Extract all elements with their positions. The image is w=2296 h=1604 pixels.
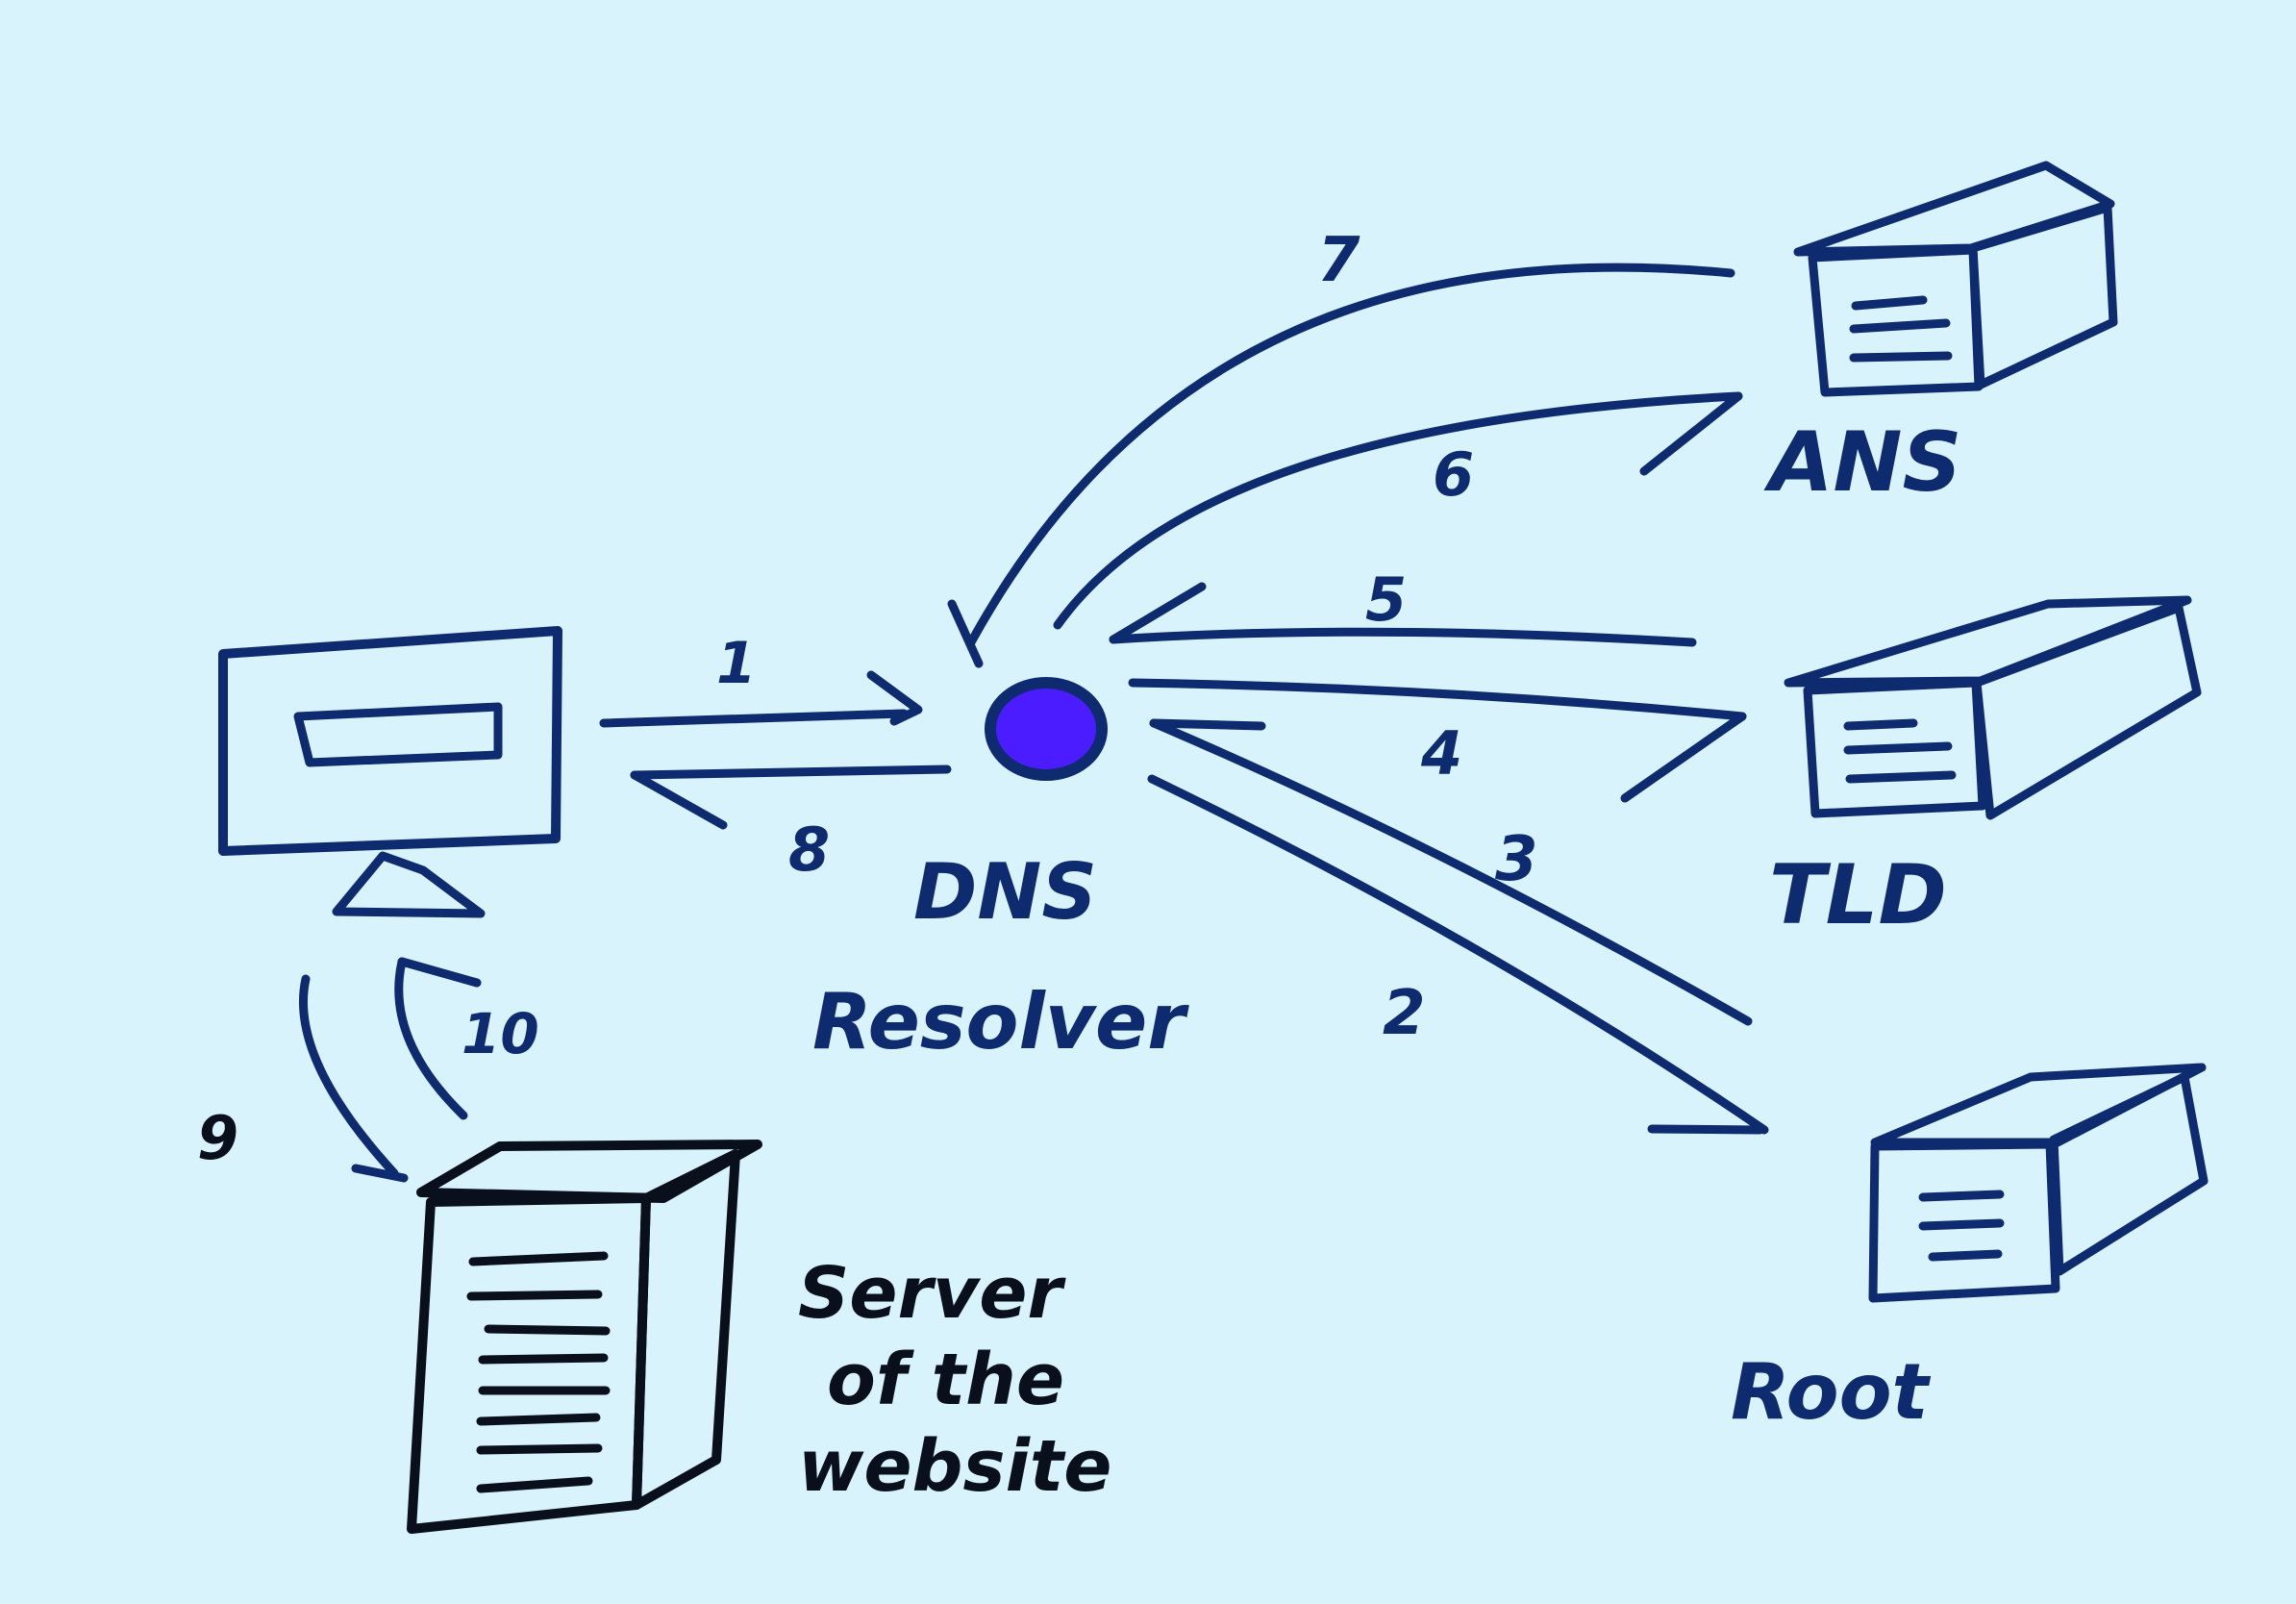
root-server: Root xyxy=(1731,1063,2209,1437)
website-server-side xyxy=(632,1149,740,1510)
step-1-label: 1 xyxy=(716,630,757,697)
step-6-label: 6 xyxy=(1433,439,1474,510)
dns-resolver-label-line1: DNS xyxy=(913,847,1097,937)
monitor-screen xyxy=(218,626,562,856)
step-5-label: 5 xyxy=(1365,564,1407,635)
arrow-step-1: 1 xyxy=(599,630,923,728)
client-computer xyxy=(218,626,562,918)
step-8-label: 8 xyxy=(788,815,830,885)
step-9-label: 9 xyxy=(197,1103,238,1173)
step-10-label: 10 xyxy=(462,1001,539,1066)
tld-server: TLD xyxy=(1769,595,2202,943)
tld-server-lines xyxy=(1843,718,1957,784)
website-server-label-line3: website xyxy=(798,1425,1112,1508)
dns-resolver-node xyxy=(985,677,1108,781)
website-server-label-line2: of the xyxy=(827,1339,1064,1421)
tld-server-side xyxy=(1972,603,2202,820)
root-server-side xyxy=(2049,1072,2209,1276)
arrow-step-8: 8 xyxy=(630,764,952,885)
arrow-step-5: 5 xyxy=(1109,564,1697,647)
ans-server-front xyxy=(1808,245,1984,397)
ans-server-top xyxy=(1793,161,2115,257)
arrow-step-4: 4 xyxy=(1128,678,1747,803)
website-server: Server of the website xyxy=(407,1140,1112,1534)
tld-label: TLD xyxy=(1769,847,1947,943)
root-label: Root xyxy=(1731,1347,1932,1437)
dns-resolver-label-line2: Resolver xyxy=(812,977,1189,1066)
monitor-stand xyxy=(332,851,486,918)
dns-resolver: DNS Resolver xyxy=(812,677,1189,1066)
arrow-step-9: 9 xyxy=(197,974,409,1183)
arrow-step-7: 7 xyxy=(947,225,1735,668)
ans-server: ANS xyxy=(1763,161,2118,511)
root-server-front xyxy=(1868,1140,2060,1303)
website-server-front xyxy=(407,1193,651,1534)
root-server-top xyxy=(1870,1063,2207,1147)
tld-server-top xyxy=(1784,595,2192,688)
arrow-step-3: 3 xyxy=(1149,718,1753,1026)
ans-server-side xyxy=(1968,203,2118,389)
arrow-step-10: 10 xyxy=(394,957,539,1120)
step-7-label: 7 xyxy=(1317,225,1360,296)
ans-server-lines xyxy=(1849,295,1953,363)
step-3-label: 3 xyxy=(1495,824,1538,895)
ans-label: ANS xyxy=(1763,414,1961,511)
website-server-lines xyxy=(466,1251,611,1493)
step-4-label: 4 xyxy=(1420,718,1462,789)
root-server-lines xyxy=(1918,1190,2005,1262)
monitor-window-icon xyxy=(293,702,503,767)
arrow-step-2: 2 xyxy=(1147,774,1769,1135)
arrow-step-6: 6 xyxy=(1053,391,1743,630)
step-2-label: 2 xyxy=(1383,978,1426,1049)
website-server-label-line1: Server xyxy=(798,1252,1066,1335)
tld-server-front xyxy=(1803,678,1987,818)
